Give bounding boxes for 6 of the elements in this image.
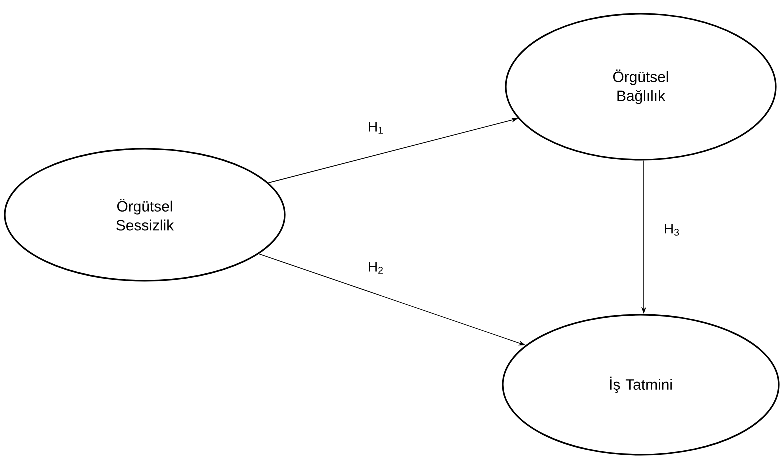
ellipse-node: İş Tatmini: [502, 314, 780, 456]
edge-label: H$_{1}$: [367, 121, 385, 135]
edge-label: H$_{3}$: [663, 223, 681, 237]
ellipse-node: Örgütsel Bağlılık: [505, 13, 777, 161]
edge-label: H$_{2}$: [367, 261, 385, 275]
ellipse-node: Örgütsel Sessizlik: [4, 148, 286, 282]
